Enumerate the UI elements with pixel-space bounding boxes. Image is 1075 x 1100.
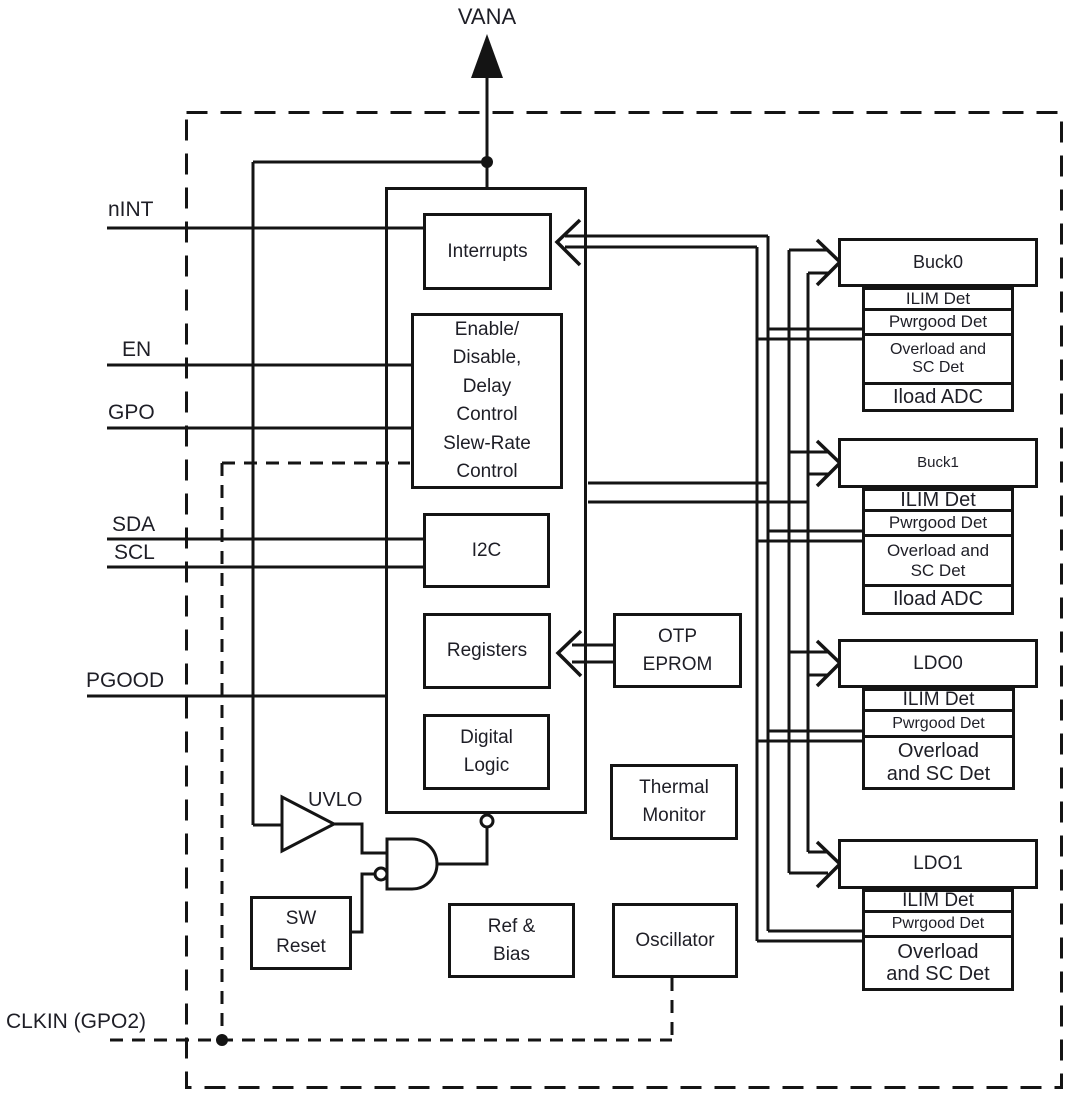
pin-en: EN	[122, 338, 152, 361]
buck0-detector-stack: ILIM Det Pwrgood Det Overload and SC Det…	[862, 287, 1014, 412]
uvlo-label: UVLO	[308, 789, 363, 811]
pin-pgood: PGOOD	[86, 669, 165, 692]
buck0-ilim-det: ILIM Det	[862, 287, 1014, 311]
block-oscillator: Oscillator	[612, 903, 738, 978]
pin-scl: SCL	[114, 541, 155, 564]
arrowhead-into-buck0	[815, 238, 843, 287]
block-ldo0: LDO0	[838, 639, 1038, 688]
inverter-bubble-icon	[373, 866, 389, 882]
buck1-overload-sc-det: Overload and SC Det	[862, 537, 1014, 587]
block-digital-logic: Digital Logic	[423, 714, 550, 790]
signal-wires	[87, 70, 863, 943]
pin-gpo: GPO	[108, 401, 155, 424]
inverter-bubble-icon	[479, 813, 495, 829]
arrowhead-into-interrupts	[554, 218, 582, 267]
and-gate-icon	[385, 837, 439, 891]
buck0-iload-adc: Iload ADC	[862, 385, 1014, 412]
buck1-pwrgood-det: Pwrgood Det	[862, 512, 1014, 537]
arrowhead-into-registers	[555, 629, 583, 678]
ldo0-pwrgood-det: Pwrgood Det	[862, 712, 1015, 738]
buck1-ilim-det: ILIM Det	[862, 488, 1014, 512]
block-registers: Registers	[423, 613, 551, 689]
block-thermal-monitor: Thermal Monitor	[610, 764, 738, 840]
block-i2c: I2C	[423, 513, 550, 588]
digital-core-outline	[385, 187, 587, 814]
pin-clkin-gpo2: CLKIN (GPO2)	[6, 1010, 147, 1033]
chip-boundary-dashed	[185, 111, 1063, 1089]
pin-vana: VANA	[457, 4, 517, 29]
uvlo-buffer-icon	[280, 794, 338, 854]
junction-dot	[481, 156, 493, 168]
buck1-detector-stack: ILIM Det Pwrgood Det Overload and SC Det…	[862, 488, 1014, 615]
block-sw-reset: SW Reset	[250, 896, 352, 970]
block-ref-bias: Ref & Bias	[448, 903, 575, 978]
ldo1-pwrgood-det: Pwrgood Det	[862, 913, 1014, 938]
ldo0-overload-sc-det: Overload and SC Det	[862, 738, 1015, 790]
ldo1-ilim-det: ILIM Det	[862, 889, 1014, 913]
pin-nint: nINT	[108, 198, 154, 221]
ldo0-detector-stack: ILIM Det Pwrgood Det Overload and SC Det	[862, 688, 1015, 790]
vana-arrow-icon	[471, 34, 503, 78]
block-otp-eprom: OTP EPROM	[613, 613, 742, 688]
arrowhead-into-ldo0	[815, 639, 843, 688]
buck1-iload-adc: Iload ADC	[862, 587, 1014, 615]
arrowhead-into-buck1	[815, 439, 843, 488]
buck0-pwrgood-det: Pwrgood Det	[862, 311, 1014, 336]
ldo1-overload-sc-det: Overload and SC Det	[862, 938, 1014, 991]
buck0-overload-sc-det: Overload and SC Det	[862, 336, 1014, 385]
block-ldo1: LDO1	[838, 839, 1038, 889]
pin-sda: SDA	[112, 513, 156, 536]
junction-dot	[216, 1034, 228, 1046]
ldo1-detector-stack: ILIM Det Pwrgood Det Overload and SC Det	[862, 889, 1014, 991]
block-interrupts: Interrupts	[423, 213, 552, 290]
block-buck1: Buck1	[838, 438, 1038, 488]
block-buck0: Buck0	[838, 238, 1038, 287]
ldo0-ilim-det: ILIM Det	[862, 688, 1015, 712]
block-enable-disable-control: Enable/ Disable, Delay Control Slew-Rate…	[411, 313, 563, 489]
arrowhead-into-ldo1	[815, 840, 843, 889]
